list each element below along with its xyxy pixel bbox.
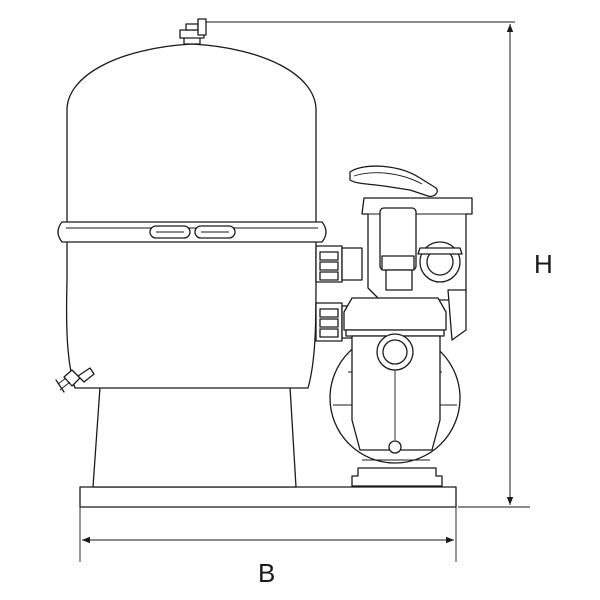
multiport-valve [349, 165, 473, 341]
filter-tank [57, 43, 327, 389]
tank-fitting-upper [315, 245, 363, 283]
height-label: H [534, 249, 553, 279]
base-plate [79, 486, 457, 508]
tank-pedestal [92, 386, 297, 488]
width-label: B [258, 558, 275, 588]
drain-plug [55, 367, 95, 393]
width-dimension: B [79, 507, 457, 588]
height-dimension: H [458, 24, 553, 508]
pump [329, 297, 461, 487]
air-relief-valve [179, 18, 515, 45]
